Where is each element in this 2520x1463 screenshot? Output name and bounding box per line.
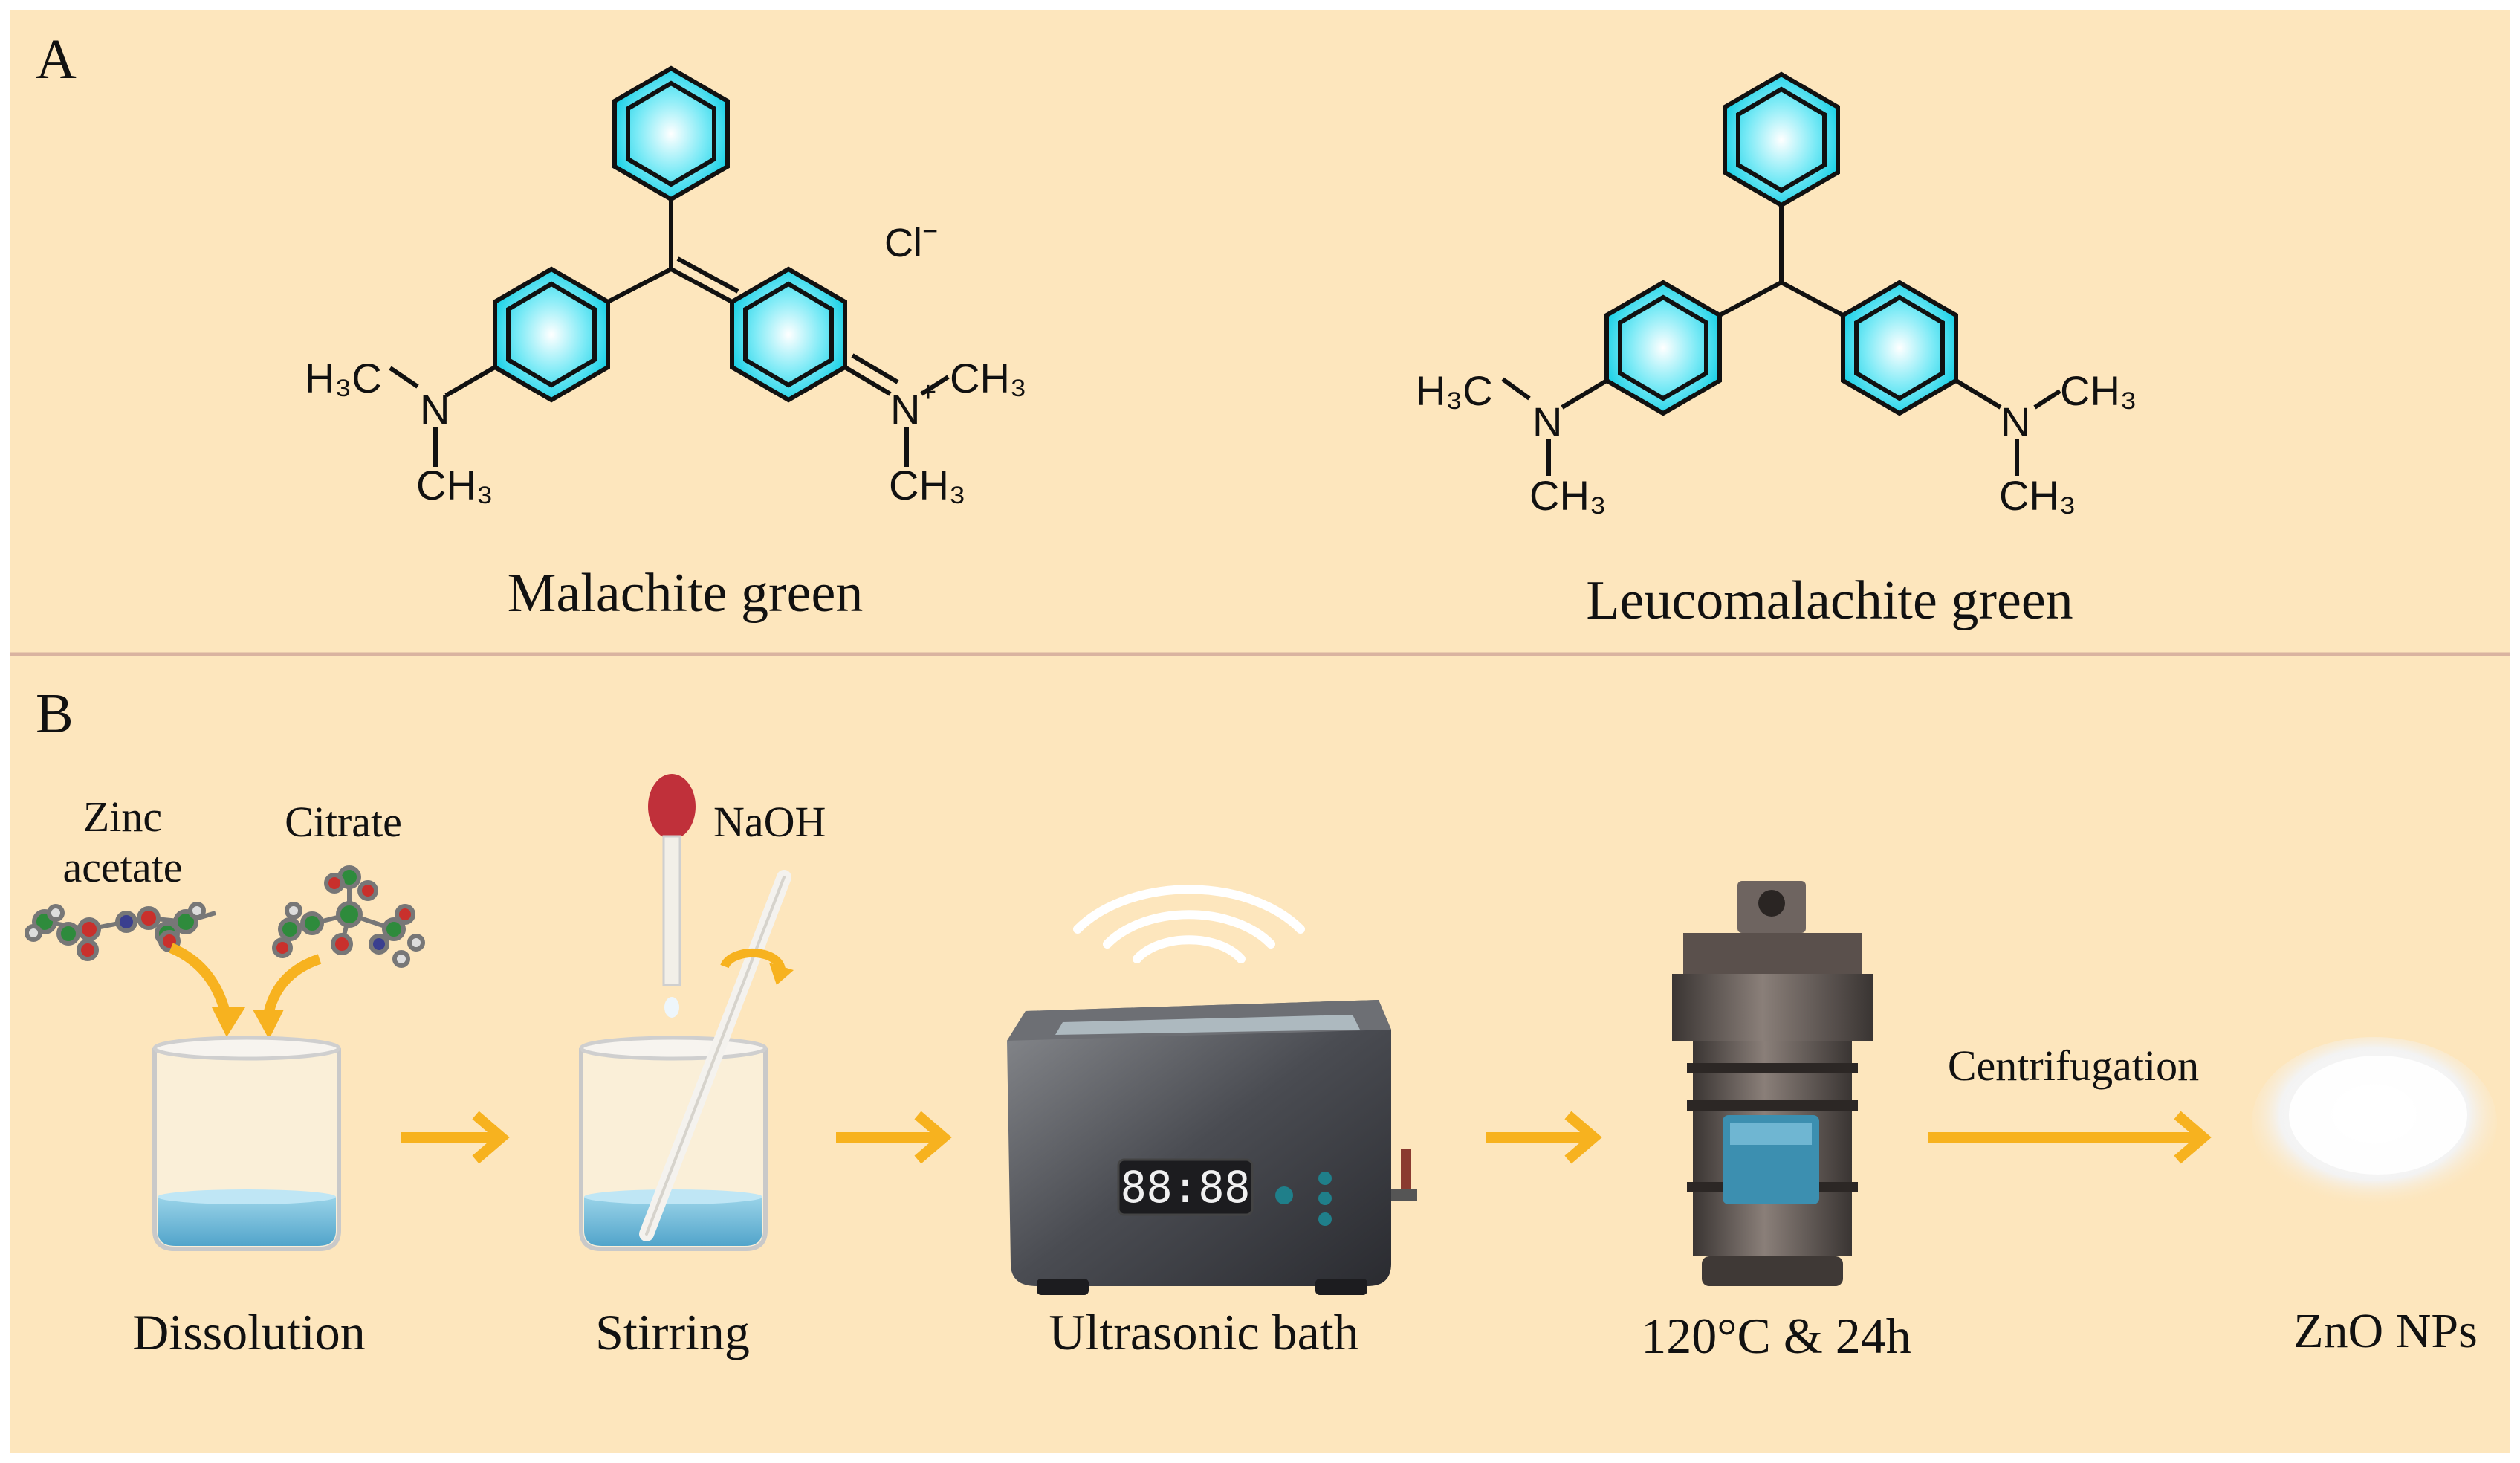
step-label-temperature-time: 120°C & 24h — [1641, 1308, 1911, 1364]
citrate-label: Citrate — [285, 798, 402, 846]
ultrasonic-waves-icon — [1073, 885, 1305, 963]
process-arrowhead-2 — [914, 1111, 952, 1164]
zinc-acetate-molecule-icon — [25, 902, 216, 961]
reagent-arrowhead-left — [212, 1007, 245, 1037]
reagent-arrowhead-right — [253, 1010, 284, 1039]
centrifugation-label: Centrifugation — [1948, 1041, 2199, 1090]
leucomalachite-green-structure — [1501, 71, 2061, 476]
mg-right-ch3-top: CH₃ — [950, 355, 1027, 401]
beaker-stirring — [579, 1036, 768, 1251]
lmg-left-n: N — [1532, 398, 1562, 445]
mg-left-h3c: H₃C — [305, 355, 382, 401]
process-arrowhead-1 — [472, 1111, 510, 1164]
reagent-arrow-right — [262, 954, 322, 1020]
mg-right-n: N — [890, 386, 920, 433]
malachite-green-name: Malachite green — [508, 563, 864, 624]
mg-right-ch3-bottom: CH₃ — [889, 462, 966, 508]
centrifugation-arrowhead — [2174, 1111, 2212, 1164]
bath-display: 88:88 — [1121, 1162, 1251, 1212]
citrate-molecule-icon — [272, 865, 425, 968]
mg-right-charge: + — [920, 377, 936, 408]
ultrasonic-bath: 88:88 — [1007, 1000, 1417, 1295]
step-label-ultrasonic-bath: Ultrasonic bath — [1049, 1304, 1358, 1360]
step-label-dissolution: Dissolution — [132, 1304, 366, 1360]
step-label-zno-nps: ZnO NPs — [2293, 1304, 2478, 1358]
lmg-left-h3c: H₃C — [1416, 367, 1493, 414]
mg-left-n: N — [420, 386, 450, 433]
lmg-right-n: N — [2001, 398, 2030, 445]
chloride-ion: Cl− — [884, 216, 938, 265]
process-arrowhead-3 — [1564, 1111, 1602, 1164]
mg-left-ch3: CH₃ — [416, 462, 493, 508]
autoclave-reactor — [1672, 881, 1873, 1286]
beaker-dissolution — [152, 1036, 341, 1251]
lmg-right-ch3-bottom: CH₃ — [1999, 472, 2076, 519]
lmg-right-ch3-top: CH₃ — [2060, 367, 2137, 414]
step-label-stirring: Stirring — [595, 1304, 750, 1360]
panel-a-label: A — [36, 28, 77, 91]
panel-b-label: B — [36, 682, 74, 745]
dropper-icon — [648, 774, 696, 1018]
lmg-left-ch3: CH₃ — [1529, 472, 1607, 519]
malachite-green-structure — [389, 65, 950, 467]
zinc-acetate-label-line2: acetate — [63, 843, 183, 891]
zinc-acetate-label-line1: Zinc — [83, 792, 162, 841]
naoh-label: NaOH — [713, 798, 826, 846]
leucomalachite-green-name: Leucomalachite green — [1586, 570, 2073, 631]
